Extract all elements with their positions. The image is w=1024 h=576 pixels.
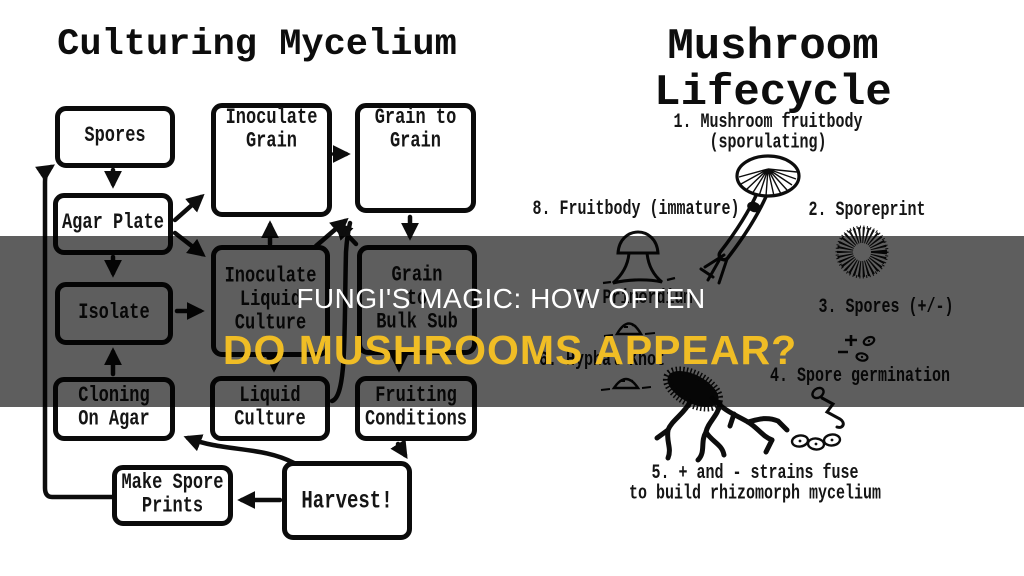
flow-box-label: Make Spore Prints bbox=[121, 470, 224, 519]
lifecycle-step-8-label: 8. Fruitbody (immature) bbox=[532, 197, 740, 221]
flow-box-label: Inoculate Grain bbox=[225, 106, 318, 155]
banner-headline-line2: DO MUSHROOMS APPEAR? bbox=[222, 327, 798, 373]
flow-box-make-spore-prints: Make Spore Prints bbox=[112, 465, 233, 526]
lifecycle-step-1-label: 1. Mushroom fruitbody (sporulating) bbox=[673, 110, 863, 154]
right-panel-title: Mushroom Lifecycle bbox=[654, 22, 892, 119]
lifecycle-step-2-label: 2. Sporeprint bbox=[808, 198, 926, 222]
spore-germination-illustration bbox=[790, 386, 845, 451]
flow-box-label: Spores bbox=[84, 124, 146, 149]
flow-box-harvest: Harvest! bbox=[282, 461, 412, 540]
banner-headline-line1: FUNGI'S MAGIC: HOW OFTEN bbox=[296, 283, 706, 314]
flow-box-inoculate-grain: Inoculate Grain bbox=[211, 103, 332, 217]
lifecycle-step-5-label: 5. + and - strains fuse to build rhizomo… bbox=[628, 461, 882, 505]
flow-box-label: Harvest! bbox=[301, 486, 393, 515]
left-panel-title: Culturing Mycelium bbox=[57, 24, 457, 66]
banner-overlay bbox=[0, 236, 1024, 407]
flow-box-label: Grain to Grain bbox=[374, 106, 457, 155]
flow-box-grain-to-grain: Grain to Grain bbox=[355, 103, 476, 213]
flow-box-label: Agar Plate bbox=[61, 211, 165, 236]
flow-box-spores: Spores bbox=[55, 106, 175, 168]
